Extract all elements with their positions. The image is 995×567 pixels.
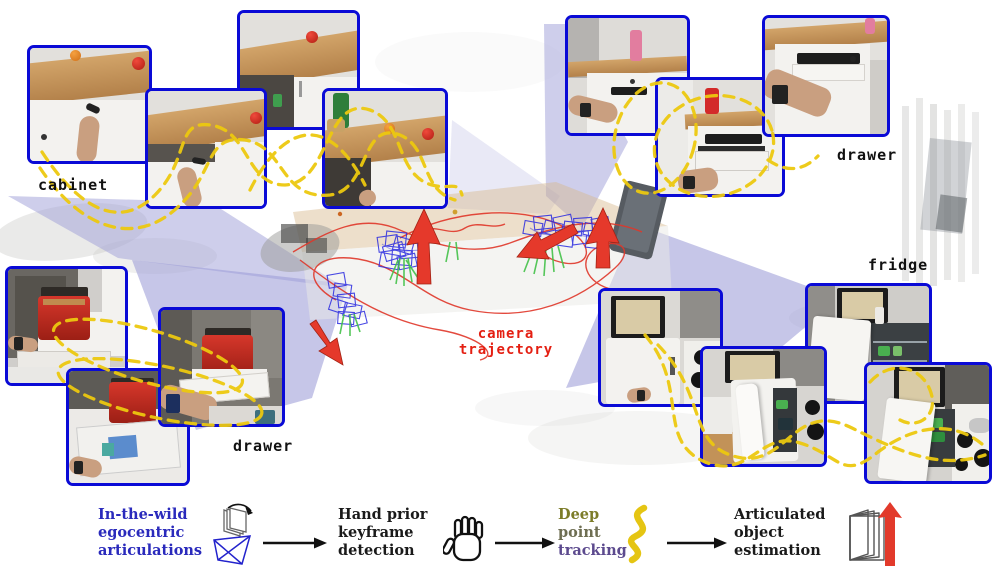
green-can: [272, 93, 282, 107]
stove-burner: [974, 448, 989, 467]
drawer-face: [791, 64, 865, 82]
photo-cabinet-1: [27, 45, 152, 164]
photo-cabinet-2: [145, 88, 267, 209]
photo-cabinet-4: [322, 88, 448, 209]
pipeline-arrow-2: [495, 537, 555, 549]
green-can: [878, 345, 891, 357]
step3-line2: point: [558, 524, 601, 541]
apple: [305, 31, 318, 44]
apple: [422, 127, 435, 140]
pipeline-arrow-3: [667, 537, 727, 549]
knob: [629, 78, 635, 84]
photo-drawer-top-3: [762, 15, 890, 137]
pink-bottle: [629, 29, 642, 61]
wristband: [772, 85, 789, 104]
dark-panel: [609, 180, 668, 260]
picture-art: [898, 371, 940, 403]
green-can: [930, 432, 946, 442]
orange-fruit: [383, 123, 395, 135]
wristband: [636, 390, 646, 401]
label-drawer-left: drawer: [233, 437, 294, 455]
green-can: [775, 399, 788, 409]
fridge-door-open: [876, 397, 936, 481]
orange-fruit: [70, 50, 82, 62]
pink-bottle: [865, 18, 875, 35]
step2-line1: Hand prior: [338, 506, 428, 523]
pipeline-arrow-1: [263, 537, 327, 549]
floor: [869, 59, 887, 134]
apple: [250, 111, 263, 124]
pot: [969, 418, 989, 434]
cabinet-door: [215, 141, 264, 206]
picture-frame: [610, 295, 666, 339]
step2-line3: detection: [338, 542, 415, 559]
stove-burner: [807, 422, 824, 440]
step1-line2: egocentric: [98, 524, 185, 541]
pipeline-step-3-label: Deep point tracking: [558, 506, 627, 560]
wristband: [682, 175, 696, 190]
drawer-slot: [796, 52, 861, 65]
hand-icon: [443, 515, 484, 562]
articulated-door-arrow-icon: [849, 502, 902, 566]
apple: [132, 57, 146, 71]
knob: [40, 133, 47, 140]
stove-burner: [804, 399, 820, 415]
keyframe-markers: [339, 241, 565, 336]
camera-trajectory-line2: trajectory: [458, 342, 554, 358]
step4-line2: object: [734, 524, 784, 541]
watch: [73, 460, 84, 475]
photo-drawer-left-3: [158, 307, 285, 427]
cola-can: [705, 87, 719, 115]
drawer-slot: [705, 133, 763, 144]
point-track-squiggle-icon: [627, 504, 648, 564]
photo-fridge-3: [700, 346, 827, 467]
step3-line1: Deep: [558, 506, 600, 523]
wristband: [165, 394, 181, 413]
curtain: [679, 291, 720, 339]
step2-line2: keyframe: [338, 524, 414, 541]
pipeline-step-1-label: In-the-wild egocentric articulations: [98, 506, 210, 560]
label-fridge: fridge: [868, 256, 929, 274]
cabinet-door: [370, 162, 445, 206]
drawers: [703, 397, 733, 435]
watch: [13, 337, 24, 350]
red-machine: [109, 382, 157, 423]
green-can: [892, 345, 903, 357]
fridge-handle: [670, 356, 675, 375]
machine-bar: [43, 298, 86, 306]
photo-fridge-4: [864, 362, 992, 484]
camera-trajectory-label: camera trajectory: [438, 326, 574, 358]
drawer-slot: [610, 87, 647, 96]
label-cabinet: cabinet: [38, 176, 109, 194]
step3-line3: tracking: [558, 542, 627, 559]
shelf: [873, 341, 927, 344]
pipeline-step-4-label: Articulated object estimation: [734, 506, 838, 560]
picture-art: [615, 299, 660, 335]
step4-line1: Articulated: [734, 506, 826, 523]
stove-burner: [954, 457, 968, 471]
side-panel: [101, 269, 125, 356]
step4-line3: estimation: [734, 542, 821, 559]
step1-line3: articulations: [98, 542, 203, 559]
teal-paper: [102, 442, 114, 457]
step1-line1: In-the-wild: [98, 506, 188, 523]
dark-item: [778, 418, 793, 430]
picture-art: [730, 354, 775, 381]
label-drawer-top: drawer: [837, 146, 898, 164]
wall-right: [250, 310, 282, 379]
wristband: [579, 103, 591, 117]
teal-object: [255, 410, 275, 424]
pipeline-step-2-label: Hand prior keyframe detection: [338, 506, 448, 560]
picture-frame: [837, 288, 888, 323]
milk-bottle: [874, 306, 885, 324]
jar: [327, 118, 346, 133]
camera-frustum-icon: [213, 503, 253, 565]
camera-trajectory-line1: camera: [477, 326, 535, 342]
knob: [850, 56, 857, 63]
door-handle: [298, 81, 302, 98]
